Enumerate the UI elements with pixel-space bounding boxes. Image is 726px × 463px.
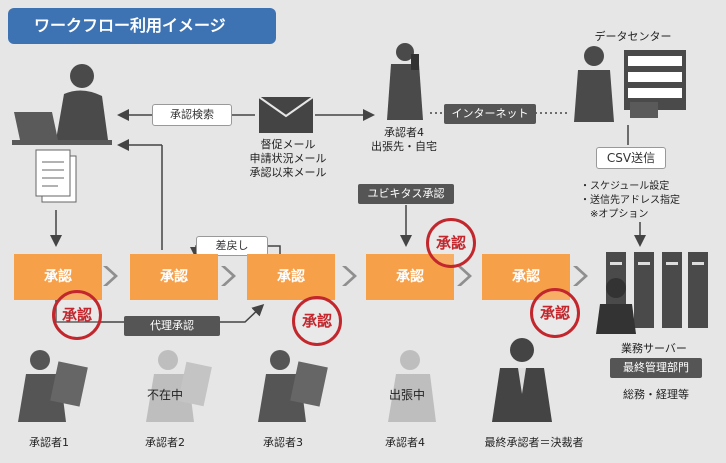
approval-stamp-4: 承認	[426, 218, 476, 268]
server-icon	[596, 252, 708, 334]
status-trip: 出張中	[388, 388, 425, 402]
csv-send-label: CSV送信	[596, 147, 666, 169]
approver-3-label: 承認者3	[263, 436, 303, 449]
document-icon	[35, 149, 77, 203]
approver-1-figure	[18, 350, 88, 422]
mail-icon	[258, 96, 314, 133]
note-address: ・送信先アドレス指定	[580, 195, 680, 206]
approver4-top-label: 承認者4	[384, 126, 424, 139]
status-absent: 不在中	[146, 388, 183, 402]
phone-user-icon	[387, 43, 423, 120]
approver-4-figure	[388, 350, 436, 422]
approver4-location-label: 出張先・自宅	[371, 140, 437, 153]
sendback-label: 差戻し	[196, 236, 268, 256]
approval-step-5: 承認	[482, 254, 570, 300]
note-option: ※オプション	[590, 209, 649, 220]
internet-label: インターネット	[444, 104, 536, 124]
search-label: 承認検索	[152, 104, 232, 126]
approver-2-label: 承認者2	[145, 436, 185, 449]
approval-stamp-5: 承認	[530, 288, 580, 338]
page-title: ワークフロー利用イメージ	[8, 8, 276, 44]
approver-3-figure	[258, 350, 328, 422]
approval-step-2: 承認	[130, 254, 218, 300]
note-schedule: ・スケジュール設定	[580, 181, 670, 192]
approval-stamp-3: 承認	[292, 296, 342, 346]
approval-stamp-1: 承認	[52, 290, 102, 340]
proxy-label: 代理承認	[124, 316, 220, 336]
datacenter-label: データセンター	[594, 30, 672, 43]
laptop-user-icon	[12, 64, 112, 145]
approver-1-label: 承認者1	[29, 436, 69, 449]
final-approver-figure	[492, 338, 552, 422]
approver-4-label: 承認者4	[385, 436, 425, 449]
approval-step-3: 承認	[247, 254, 335, 300]
ubiquitous-label: ユビキタス承認	[358, 184, 454, 204]
mail-label-2: 申請状況メール	[249, 152, 327, 165]
datacenter-icon	[574, 46, 686, 122]
mail-label-3: 承認以来メール	[249, 166, 327, 179]
server-label: 業務サーバー	[621, 342, 687, 355]
admin-dept-label: 最終管理部門	[610, 358, 702, 378]
final-approver-label: 最終承認者＝決裁者	[484, 436, 584, 449]
mail-label-1: 督促メール	[260, 138, 316, 151]
approver-2-figure	[146, 350, 212, 422]
admin-dept-sub: 総務・経理等	[623, 388, 689, 401]
